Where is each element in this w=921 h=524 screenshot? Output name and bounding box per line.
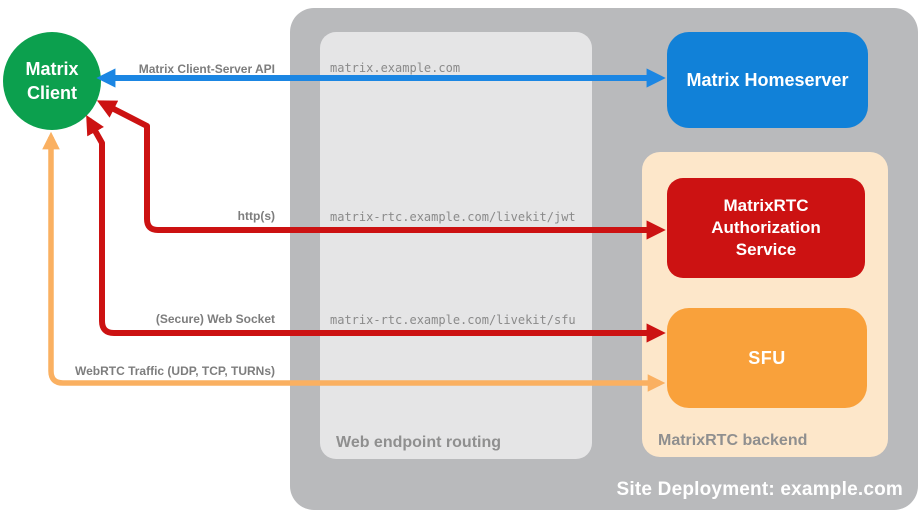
matrix-homeserver-label: Matrix Homeserver	[686, 69, 849, 90]
routing-zone-label: Web endpoint routing	[336, 434, 502, 451]
edge-label-webrtc: WebRTC Traffic (UDP, TCP, TURNs)	[74, 364, 275, 378]
node-sfu: SFU	[667, 308, 867, 408]
site-deployment-title: Site Deployment: example.com	[616, 479, 903, 500]
route-livekit-jwt: matrix-rtc.example.com/livekit/jwt	[330, 210, 576, 224]
auth-service-label-line1: MatrixRTC	[723, 196, 809, 215]
edge-label-https: http(s)	[237, 209, 275, 223]
matrix-client-label-line2: Client	[26, 83, 77, 103]
matrix-client-label: Matrix Client	[25, 57, 78, 105]
sfu-label: SFU	[748, 347, 786, 368]
backend-zone-label: MatrixRTC backend	[658, 432, 808, 449]
auth-service-label-line3: Service	[735, 240, 797, 259]
web-endpoint-routing-zone: Web endpoint routing	[320, 32, 592, 459]
edge-label-websocket: (Secure) Web Socket	[155, 312, 275, 326]
matrix-client-label-line1: Matrix	[25, 59, 79, 79]
auth-service-label-line2: Authorization	[711, 218, 821, 237]
node-matrix-homeserver: Matrix Homeserver	[667, 32, 868, 128]
route-livekit-sfu: matrix-rtc.example.com/livekit/sfu	[330, 313, 576, 327]
node-matrixrtc-authorization-service: MatrixRTC Authorization Service	[667, 178, 865, 278]
edge-label-client-server-api: Matrix Client-Server API	[138, 62, 275, 76]
route-matrix-example-com: matrix.example.com	[330, 61, 461, 75]
node-matrix-client: Matrix Client	[3, 32, 101, 130]
auth-service-label: MatrixRTC Authorization Service	[711, 195, 821, 261]
